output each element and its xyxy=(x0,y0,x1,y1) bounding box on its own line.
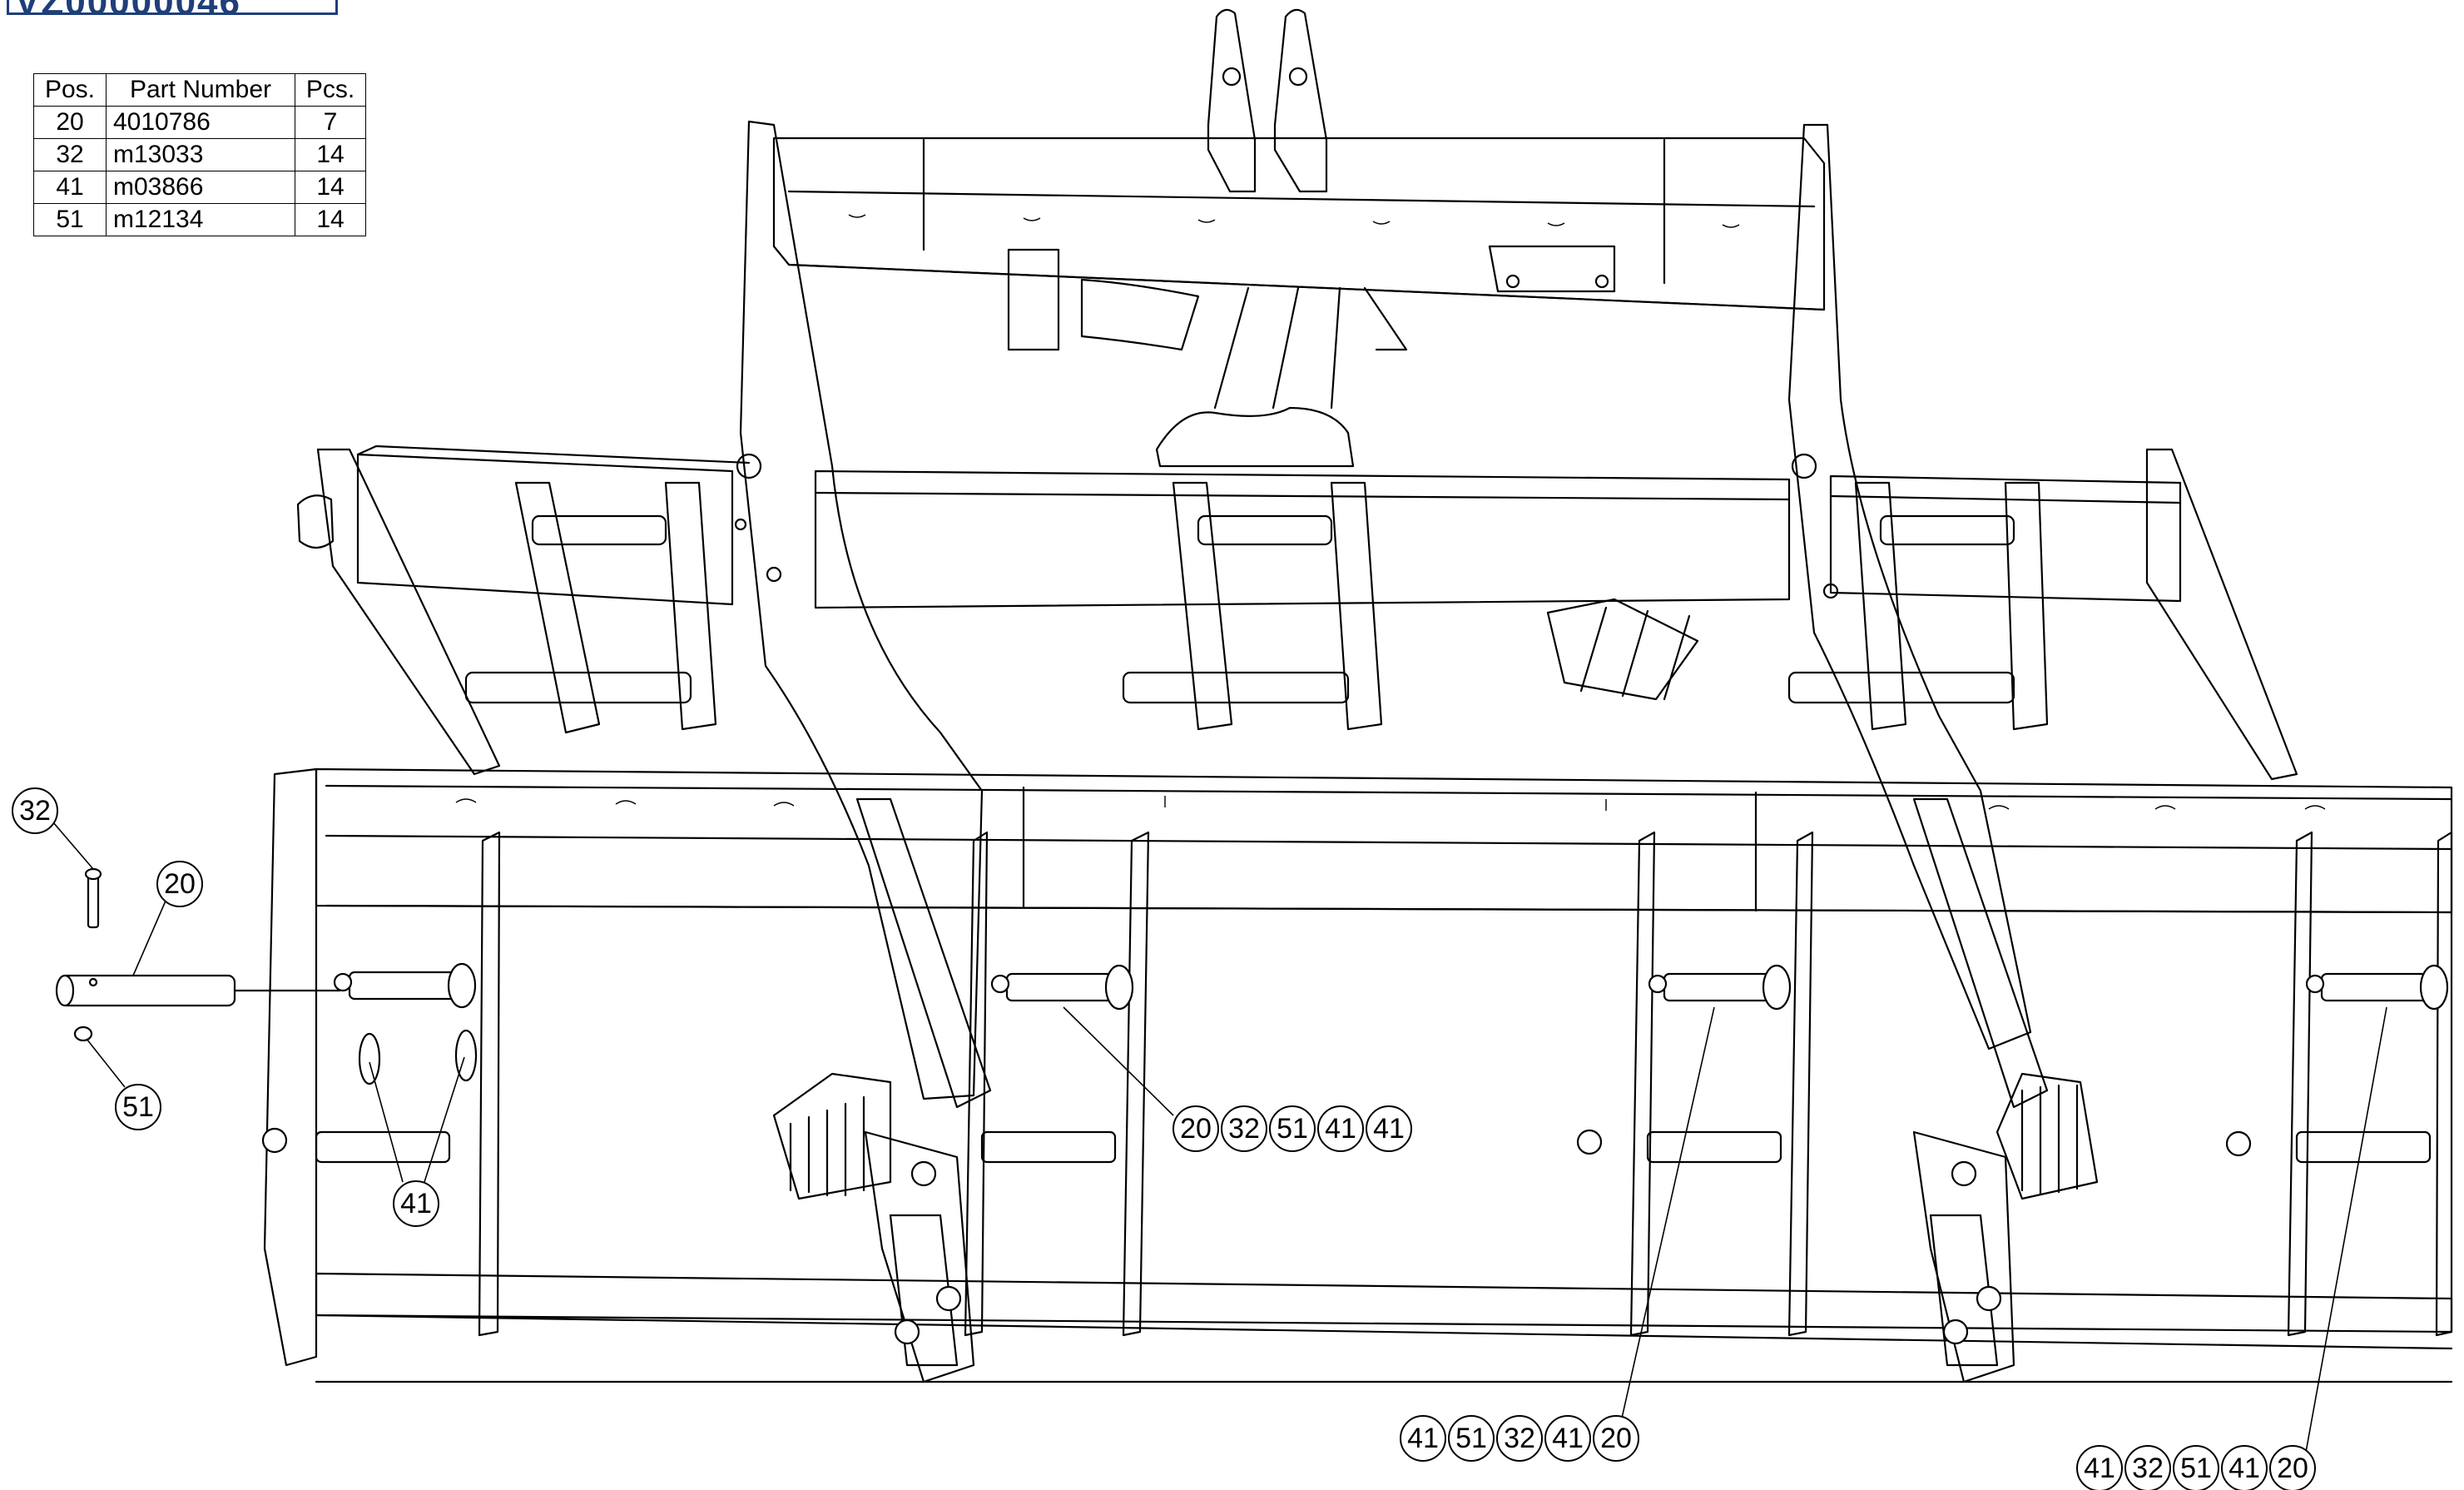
upper-rear-crossbeam xyxy=(772,137,1826,351)
callout-group-left-item: 32 xyxy=(1221,1105,1267,1152)
column-header-part-number: Part Number xyxy=(106,73,295,107)
svg-text:41: 41 xyxy=(1407,1423,1439,1454)
callout-group-left-item: 51 xyxy=(1269,1105,1316,1152)
svg-text:20: 20 xyxy=(1180,1113,1212,1145)
callout-group-middle-item: 41 xyxy=(1544,1415,1591,1462)
callout-group-right-item: 20 xyxy=(2269,1445,2316,1490)
callout-group-left-item: 41 xyxy=(1317,1105,1364,1152)
right-side-frame xyxy=(1787,123,2032,1050)
callout-group-middle-item: 51 xyxy=(1448,1415,1495,1462)
callout-41: 41 xyxy=(393,1180,439,1227)
svg-text:32: 32 xyxy=(1504,1423,1535,1454)
svg-text:51: 51 xyxy=(2180,1453,2212,1484)
svg-text:41: 41 xyxy=(1325,1113,1356,1145)
svg-text:51: 51 xyxy=(122,1091,154,1123)
middle-rack xyxy=(296,445,2298,781)
svg-text:51: 51 xyxy=(1277,1113,1308,1145)
row-pos: 51 xyxy=(33,203,107,236)
callout-group-right-item: 41 xyxy=(2221,1445,2268,1490)
column-header-pcs: Pcs. xyxy=(295,73,366,107)
svg-text:32: 32 xyxy=(1228,1113,1260,1145)
row-pcs: 14 xyxy=(295,203,366,236)
hinge-assembly-right xyxy=(1912,1072,2099,1383)
svg-text:41: 41 xyxy=(2084,1453,2115,1484)
exploded-pin-detail xyxy=(55,867,341,1042)
center-mast xyxy=(1080,278,1408,468)
callout-group-left-item: 20 xyxy=(1173,1105,1219,1152)
row-part-number: m13033 xyxy=(106,138,295,171)
callout-group-left-item: 41 xyxy=(1366,1105,1412,1152)
callout-32: 32 xyxy=(12,787,58,834)
row-part-number: 4010786 xyxy=(106,106,295,139)
callout-group-middle-item: 32 xyxy=(1496,1415,1543,1462)
row-pos: 41 xyxy=(33,171,107,204)
svg-text:41: 41 xyxy=(1373,1113,1405,1145)
svg-text:41: 41 xyxy=(400,1188,432,1219)
top-mounting-lugs xyxy=(1207,8,1328,193)
callout-group-right-item: 41 xyxy=(2076,1445,2123,1490)
parts-table: Pos. Part Number Pcs. 20 4010786 7 32 m1… xyxy=(33,73,366,236)
callout-group-left: 20 32 51 41 41 xyxy=(1173,1105,1412,1152)
front-main-beam xyxy=(315,767,2453,914)
svg-text:32: 32 xyxy=(2132,1453,2164,1484)
callout-group-right: 41 32 51 41 20 xyxy=(2076,1445,2316,1490)
column-header-pos: Pos. xyxy=(33,73,107,107)
callout-group-middle-item: 41 xyxy=(1400,1415,1446,1462)
parts-table-header: Pos. Part Number Pcs. xyxy=(33,73,366,107)
svg-text:41: 41 xyxy=(1552,1423,1584,1454)
leader-lines xyxy=(52,822,2387,1458)
row-part-number: m12134 xyxy=(106,203,295,236)
front-lower-frame xyxy=(261,767,2453,1383)
document-id-box xyxy=(7,0,338,15)
svg-text:20: 20 xyxy=(2277,1453,2308,1484)
svg-text:32: 32 xyxy=(19,795,51,827)
row-pcs: 7 xyxy=(295,106,366,139)
svg-text:20: 20 xyxy=(1600,1423,1632,1454)
svg-text:41: 41 xyxy=(2229,1453,2260,1484)
hinge-assembly-left xyxy=(772,1072,975,1383)
callout-group-right-item: 32 xyxy=(2124,1445,2171,1490)
svg-text:51: 51 xyxy=(1455,1423,1487,1454)
callout-group-right-item: 51 xyxy=(2173,1445,2219,1490)
row-pcs: 14 xyxy=(295,138,366,171)
table-row: 20 4010786 7 xyxy=(33,106,366,139)
table-row: 32 m13033 14 xyxy=(33,138,366,171)
callout-group-middle: 41 51 32 41 20 xyxy=(1400,1415,1639,1462)
callout-51: 51 xyxy=(115,1084,161,1130)
table-row: 51 m12134 14 xyxy=(33,203,366,236)
svg-text:20: 20 xyxy=(164,868,196,900)
callout-group-middle-item: 20 xyxy=(1593,1415,1639,1462)
callout-20: 20 xyxy=(156,861,203,907)
row-pos: 20 xyxy=(33,106,107,139)
document-id: VZ00000046 xyxy=(15,0,241,22)
